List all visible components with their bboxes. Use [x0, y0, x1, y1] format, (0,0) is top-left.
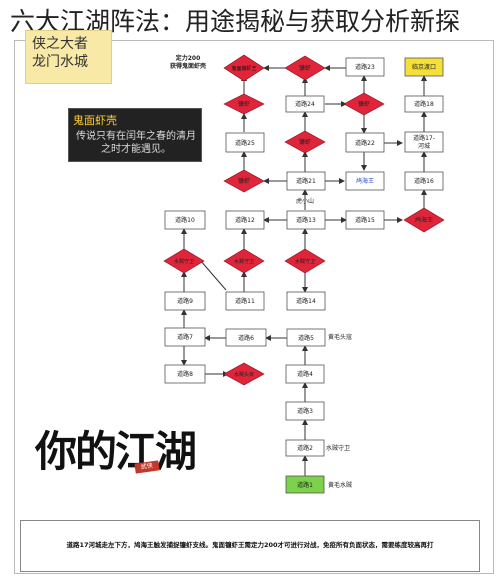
top-note-line-2: 获得鬼面虾壳 [169, 62, 206, 70]
node-road-21[interactable]: 道路21 [286, 171, 326, 191]
diamond-shuizei-guard-2[interactable]: 水贼守卫 [223, 248, 265, 274]
node-road-4-label: 道路4 [297, 370, 313, 378]
node-road-16-label: 道路16 [414, 177, 434, 185]
item-tooltip-title: 鬼面虾壳 [73, 114, 117, 127]
label-shuizei-shouwei: 水贼守卫 [326, 444, 350, 452]
node-linjing-ferry[interactable]: 临京渡口 [404, 57, 444, 77]
label-huxiaoshan: 虎小山 [296, 197, 314, 205]
node-road-12-label: 道路12 [235, 216, 255, 224]
flow-connectors [181, 65, 427, 476]
location-card-title: 侠之大者 [32, 36, 88, 52]
node-road-6-label: 道路6 [238, 334, 254, 342]
node-road-15-label: 道路15 [355, 216, 375, 224]
diamond-yuxia-3[interactable]: 镰虾 [343, 92, 385, 116]
node-road-12[interactable]: 道路12 [225, 210, 265, 230]
node-road-9-label: 道路9 [177, 297, 193, 305]
diamond-jiuhai-king-label: 鸠海王 [415, 216, 433, 224]
diamond-shuizei-boss[interactable]: 水贼头目 [223, 362, 265, 386]
node-road-17-label-2: 河城 [418, 142, 430, 150]
diamond-yuxia-3-label: 镰虾 [358, 100, 370, 108]
diamond-shuizei-boss-label: 水贼头目 [234, 371, 254, 378]
node-jiuhai-king[interactable]: 鸠海王 [345, 171, 385, 191]
diamond-group: 鬼面镰虾王 镰虾 镰虾 镰虾 镰虾 镰虾 鸠海王 水贼守卫 [163, 54, 445, 386]
diamond-yuxia-1-label: 镰虾 [299, 64, 311, 72]
node-road-13-label: 道路13 [296, 216, 316, 224]
footer-note-box: 道路17河城走左下方，鸠海王触发捕捉镰虾支线。鬼面镰虾王需定力200才可进行对战… [20, 520, 480, 572]
node-road-5[interactable]: 道路5 [286, 328, 326, 347]
node-road-11-label: 道路11 [235, 297, 255, 305]
node-linjing-ferry-label: 临京渡口 [412, 63, 436, 71]
node-road-8[interactable]: 道路8 [164, 364, 206, 384]
node-road-24-label: 道路24 [295, 100, 315, 108]
node-road-7[interactable]: 道路7 [164, 327, 206, 347]
node-road-5-label: 道路5 [298, 334, 314, 342]
diamond-yuxia-5[interactable]: 镰虾 [223, 169, 265, 193]
node-road-10-label: 道路10 [175, 216, 195, 224]
node-road-3-label: 道路3 [297, 407, 313, 415]
node-road-4[interactable]: 道路4 [285, 364, 325, 384]
node-road-18[interactable]: 道路18 [404, 95, 444, 113]
node-road-17-label-1: 道路17- [413, 134, 435, 142]
node-road-2-label: 道路2 [297, 444, 313, 452]
diamond-shuizei-guard-3-label: 水贼守卫 [295, 258, 315, 265]
footer-note-text: 道路17河城走左下方，鸠海王触发捕捉镰虾支线。鬼面镰虾王需定力200才可进行对战… [66, 541, 434, 549]
node-road-13[interactable]: 道路13 [286, 210, 326, 230]
node-road-14-label: 道路14 [296, 297, 316, 305]
diamond-shuizei-guard-1-label: 水贼守卫 [174, 258, 194, 265]
node-road-6[interactable]: 道路6 [225, 328, 267, 347]
node-road-24[interactable]: 道路24 [285, 95, 325, 113]
node-road-3[interactable]: 道路3 [285, 401, 325, 421]
node-road-25-label: 道路25 [235, 139, 255, 147]
top-note-line-1: 定力200 [175, 54, 201, 62]
diamond-yuxia-2[interactable]: 镰虾 [223, 93, 265, 115]
label-huangmao-shuizei: 黄毛水贼 [328, 481, 352, 489]
node-road-2[interactable]: 道路2 [285, 439, 325, 457]
node-road-15[interactable]: 道路15 [345, 210, 385, 230]
node-road-8-label: 道路8 [177, 370, 193, 378]
location-card-name: 龙门水城 [32, 54, 88, 70]
item-tooltip: 鬼面虾壳 传说只有在闰年之春的清月之时才能遇见。 [68, 108, 202, 162]
diamond-guimian-king[interactable]: 鬼面镰虾王 [223, 54, 265, 82]
diamond-yuxia-1[interactable]: 镰虾 [284, 55, 326, 81]
location-card: 侠之大者 龙门水城 [25, 30, 112, 84]
node-road-23[interactable]: 道路23 [345, 57, 385, 77]
item-tooltip-body: 传说只有在闰年之春的清月之时才能遇见。 [76, 131, 196, 155]
diamond-yuxia-2-label: 镰虾 [238, 100, 250, 108]
node-road-7-label: 道路7 [177, 333, 193, 341]
diamond-jiuhai-king[interactable]: 鸠海王 [403, 207, 445, 233]
label-huangmao-toukou: 黄毛头寇 [328, 333, 352, 341]
node-road-9[interactable]: 道路9 [164, 291, 206, 311]
node-road-17[interactable]: 道路17- 河城 [404, 131, 444, 153]
node-road-14[interactable]: 道路14 [286, 291, 326, 311]
game-logo: 你的江湖 [35, 427, 197, 476]
node-road-25[interactable]: 道路25 [225, 132, 265, 153]
diamond-yuxia-4[interactable]: 镰虾 [284, 130, 326, 154]
diamond-shuizei-guard-2-label: 水贼守卫 [234, 258, 254, 265]
node-road-10[interactable]: 道路10 [164, 210, 206, 230]
node-road-16[interactable]: 道路16 [404, 171, 444, 191]
diamond-yuxia-4-label: 镰虾 [299, 138, 311, 146]
node-road-22[interactable]: 道路22 [345, 132, 385, 153]
node-road-1-label: 道路1 [297, 481, 313, 489]
node-road-21-label: 道路21 [296, 177, 316, 185]
node-jiuhai-king-label: 鸠海王 [356, 177, 374, 185]
node-road-18-label: 道路18 [414, 100, 434, 108]
node-road-11[interactable]: 道路11 [225, 291, 265, 311]
diamond-shuizei-guard-1[interactable]: 水贼守卫 [163, 248, 205, 274]
diamond-shuizei-guard-3[interactable]: 水贼守卫 [284, 248, 326, 274]
side-labels: 定力200 获得鬼面虾壳 虎小山 黄毛头寇 水贼守卫 黄毛水贼 [169, 54, 352, 489]
node-road-22-label: 道路22 [355, 139, 375, 147]
node-road-23-label: 道路23 [355, 63, 375, 71]
diamond-yuxia-5-label: 镰虾 [238, 177, 250, 185]
node-road-1[interactable]: 道路1 [285, 475, 325, 494]
diamond-guimian-king-label: 鬼面镰虾王 [231, 65, 256, 72]
